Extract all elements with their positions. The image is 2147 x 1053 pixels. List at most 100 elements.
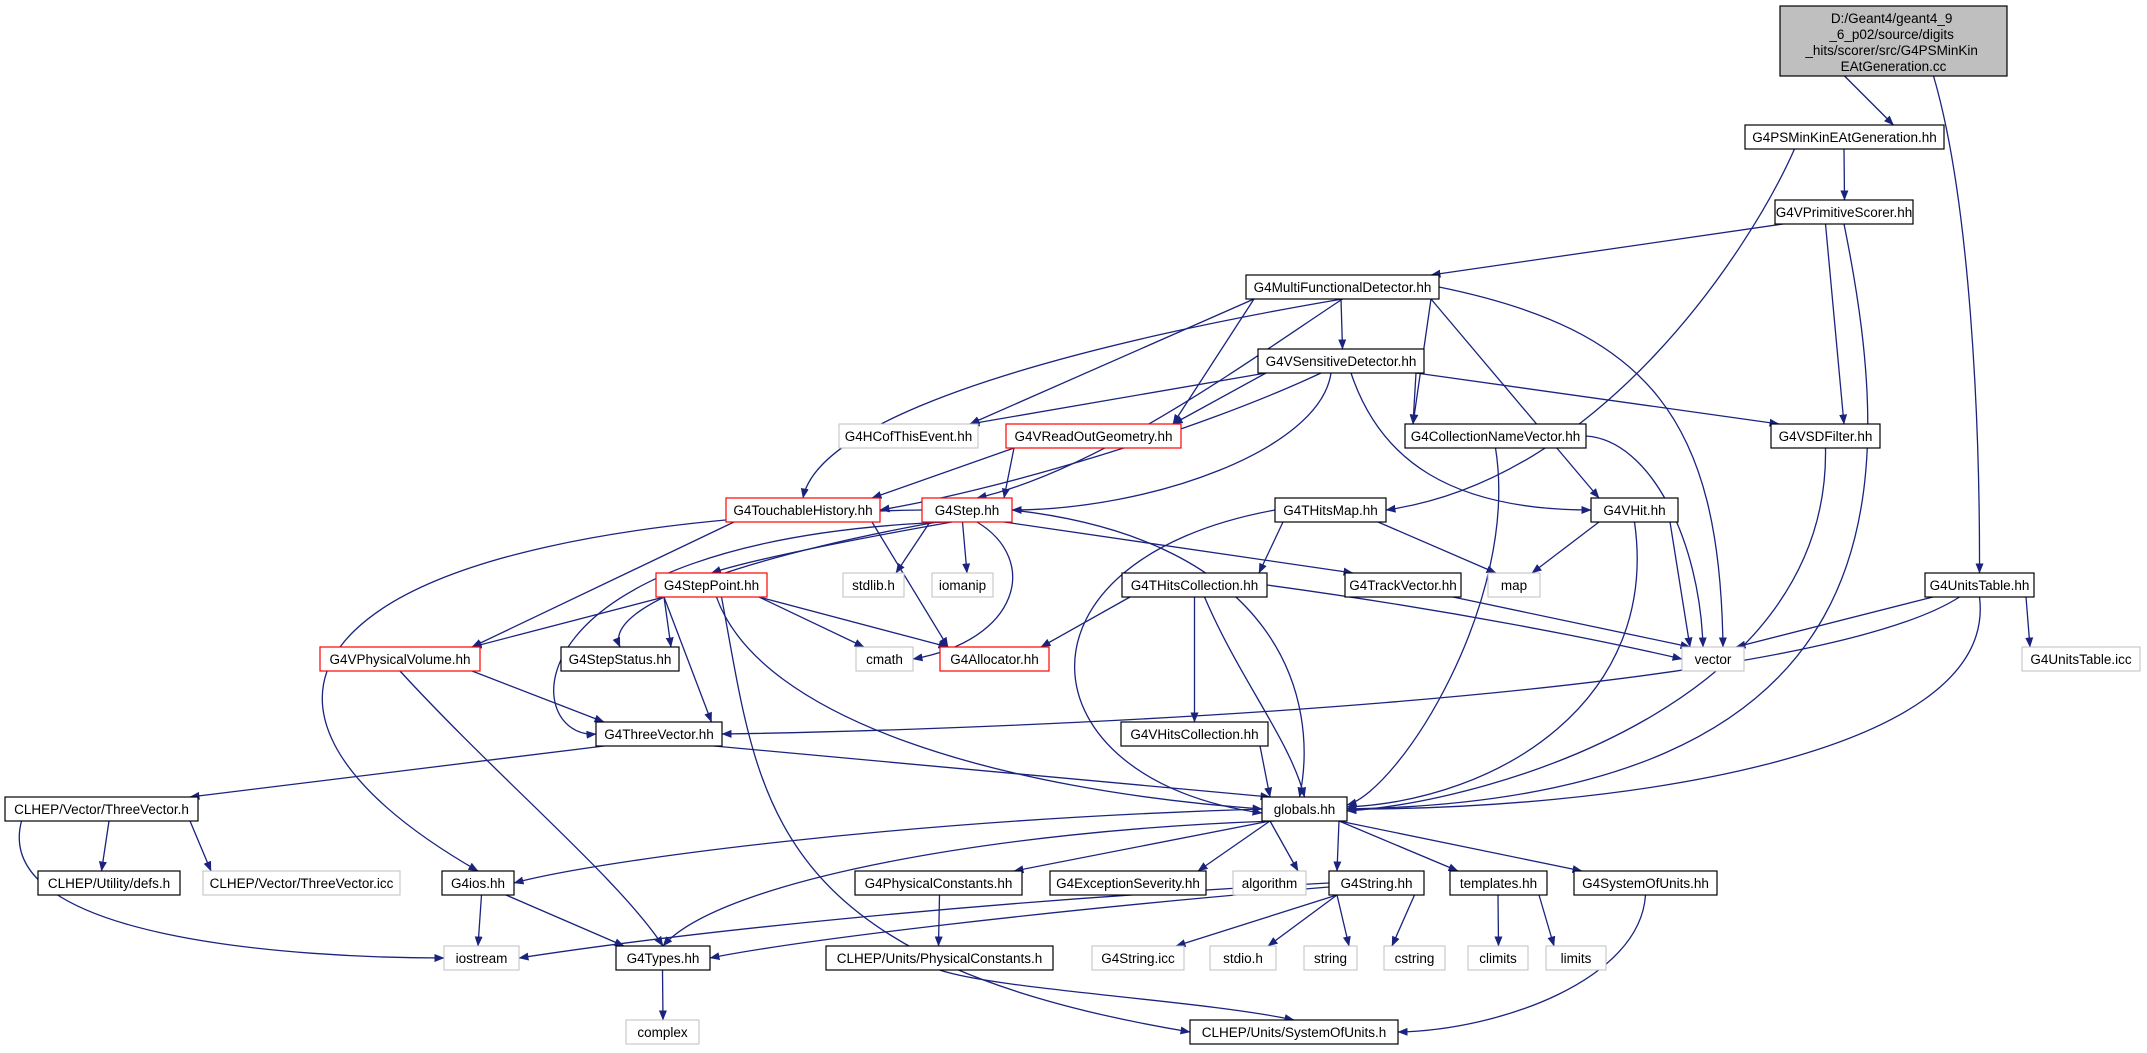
edge-thitsmap-to-thitscoll (1258, 521, 1284, 574)
edge-globals-to-g4ios (513, 808, 1263, 885)
node-iomanip: iomanip (931, 572, 994, 598)
node-allocator-box (939, 646, 1050, 672)
node-hcofthisevent: G4HCofThisEvent.hh (838, 423, 979, 449)
node-multifunc[interactable]: G4MultiFunctionalDetector.hh (1245, 274, 1440, 300)
node-hcofthisevent-label: G4HCofThisEvent.hh (845, 429, 973, 444)
edge-unitstable-to-globals (1346, 596, 1981, 814)
node-algorithm-box (1232, 870, 1307, 896)
node-clhepsysunits-label: CLHEP/Units/SystemOfUnits.h (1202, 1025, 1387, 1040)
edge-globals-to-algorithm (1269, 820, 1299, 872)
edge-templates-to-limits (1538, 894, 1556, 947)
edge-physconst-to-clhepphysconst (934, 894, 943, 947)
node-stdlib-box (842, 572, 905, 598)
edge-thitscoll-to-vector (1266, 584, 1683, 661)
node-iostream-label: iostream (456, 951, 508, 966)
edge-g4ios-to-iostream (474, 894, 483, 947)
node-g4types[interactable]: G4Types.hh (615, 945, 711, 971)
node-psminkin[interactable]: G4PSMinKinEAtGeneration.hh (1744, 124, 1945, 150)
edge-vsensdet-to-step (1011, 372, 1332, 514)
edge-touchable-to-allocator (871, 521, 949, 648)
node-defs[interactable]: CLHEP/Utility/defs.h (37, 870, 181, 896)
node-clhepsysunits-box (1189, 1019, 1399, 1045)
node-g4ios[interactable]: G4ios.hh (441, 870, 515, 896)
edge-vhitscoll-to-globals (1259, 745, 1273, 798)
edge-root-to-unitstable (1932, 75, 1984, 574)
edge-steppoint-to-threevector (663, 596, 713, 723)
node-physconst[interactable]: G4PhysicalConstants.hh (854, 870, 1023, 896)
edge-clhepthree-to-iostream (18, 820, 445, 962)
svg-text:D:/Geant4/geant4_9 _6_: D:/Geant4/geant4_9 _6_p02/source/digits … (1804, 11, 1981, 74)
node-sysunits[interactable]: G4SystemOfUnits.hh (1573, 870, 1718, 896)
node-vphysvol[interactable]: G4VPhysicalVolume.hh (319, 646, 481, 672)
edge-vreadout-to-touchable (871, 447, 1015, 499)
node-g4types-label: G4Types.hh (627, 951, 700, 966)
node-vsdfilter[interactable]: G4VSDFilter.hh (1770, 423, 1881, 449)
root-label-line-3: _hits/scorer/src/G4PSMinKin (1804, 43, 1978, 58)
node-g4string[interactable]: G4String.hh (1328, 870, 1425, 896)
node-limits-label: limits (1561, 951, 1592, 966)
edge-multifunc-to-vreadout (1172, 298, 1255, 425)
node-g4stringicc-label: G4String.icc (1101, 951, 1175, 966)
root-label-line-4: EAtGeneration.cc (1841, 59, 1947, 74)
node-globals[interactable]: globals.hh (1261, 796, 1348, 822)
node-g4stringicc-box (1091, 945, 1185, 971)
node-templates[interactable]: templates.hh (1449, 870, 1548, 896)
node-iomanip-box (931, 572, 994, 598)
node-climits: climits (1467, 945, 1529, 971)
node-vhit[interactable]: G4VHit.hh (1590, 497, 1679, 523)
node-stepstatus[interactable]: G4StepStatus.hh (560, 646, 680, 672)
node-vsdfilter-label: G4VSDFilter.hh (1779, 429, 1873, 444)
node-vector: vector (1681, 646, 1745, 672)
node-step-label: G4Step.hh (935, 503, 1000, 518)
node-templates-box (1449, 870, 1548, 896)
node-touchable[interactable]: G4TouchableHistory.hh (725, 497, 881, 523)
node-thitscoll[interactable]: G4THitsCollection.hh (1121, 572, 1268, 598)
node-clhepsysunits[interactable]: CLHEP/Units/SystemOfUnits.h (1189, 1019, 1399, 1045)
edge-psminkin-to-vprimscorer (1840, 148, 1849, 201)
node-stdio-box (1209, 945, 1277, 971)
edge-g4string-to-g4types (709, 886, 1330, 961)
edge-steppoint-to-cmath (758, 596, 865, 648)
node-unitstableicc: G4UnitsTable.icc (2021, 646, 2141, 672)
node-vsensdet[interactable]: G4VSensitiveDetector.hh (1257, 348, 1425, 374)
node-physconst-label: G4PhysicalConstants.hh (865, 876, 1013, 891)
node-thitsmap-box (1274, 497, 1387, 523)
edge-globals-to-physconst (1013, 820, 1271, 874)
node-unitstable-box (1924, 572, 2035, 598)
node-vprimscorer[interactable]: G4VPrimitiveScorer.hh (1774, 199, 1914, 225)
node-threevector-label: G4ThreeVector.hh (604, 727, 714, 742)
node-unitstable[interactable]: G4UnitsTable.hh (1924, 572, 2035, 598)
edge-thitsmap-to-map (1377, 521, 1497, 574)
node-unitstable-label: G4UnitsTable.hh (1930, 578, 2030, 593)
node-cmath-label: cmath (866, 652, 903, 667)
node-threevector[interactable]: G4ThreeVector.hh (595, 721, 723, 747)
node-complex: complex (625, 1019, 700, 1045)
node-string-box (1303, 945, 1358, 971)
node-climits-label: climits (1479, 951, 1517, 966)
node-vhitscoll-box (1120, 721, 1269, 747)
node-cstring: cstring (1383, 945, 1446, 971)
node-globals-label: globals.hh (1274, 802, 1336, 817)
node-vhitscoll[interactable]: G4VHitsCollection.hh (1120, 721, 1269, 747)
node-clhepphysconst[interactable]: CLHEP/Units/PhysicalConstants.h (825, 945, 1054, 971)
node-collnamevec[interactable]: G4CollectionNameVector.hh (1404, 423, 1587, 449)
node-trackvector[interactable]: G4TrackVector.hh (1344, 572, 1462, 598)
node-thitsmap[interactable]: G4THitsMap.hh (1274, 497, 1387, 523)
edge-steppoint-to-stepstatus (663, 596, 674, 648)
node-g4ios-label: G4ios.hh (451, 876, 505, 891)
node-vreadout[interactable]: G4VReadOutGeometry.hh (1005, 423, 1182, 449)
edge-vphysvol-to-g4types (399, 670, 664, 947)
node-string-label: string (1314, 951, 1347, 966)
node-steppoint[interactable]: G4StepPoint.hh (655, 572, 768, 598)
node-vector-label: vector (1695, 652, 1732, 667)
node-step[interactable]: G4Step.hh (921, 497, 1013, 523)
node-clhepthree[interactable]: CLHEP/Vector/ThreeVector.h (4, 796, 199, 822)
node-g4stringicc: G4String.icc (1091, 945, 1185, 971)
edge-vhit-to-vector (1669, 521, 1693, 648)
node-excseverity[interactable]: G4ExceptionSeverity.hh (1049, 870, 1207, 896)
node-root-file[interactable]: D:/Geant4/geant4_9 _6_p02/source/digits … (1779, 5, 2008, 77)
node-allocator[interactable]: G4Allocator.hh (939, 646, 1050, 672)
node-vreadout-label: G4VReadOutGeometry.hh (1014, 429, 1172, 444)
edge-g4ios-to-g4types (505, 894, 625, 947)
edge-g4string-to-g4stringicc (1175, 894, 1338, 947)
